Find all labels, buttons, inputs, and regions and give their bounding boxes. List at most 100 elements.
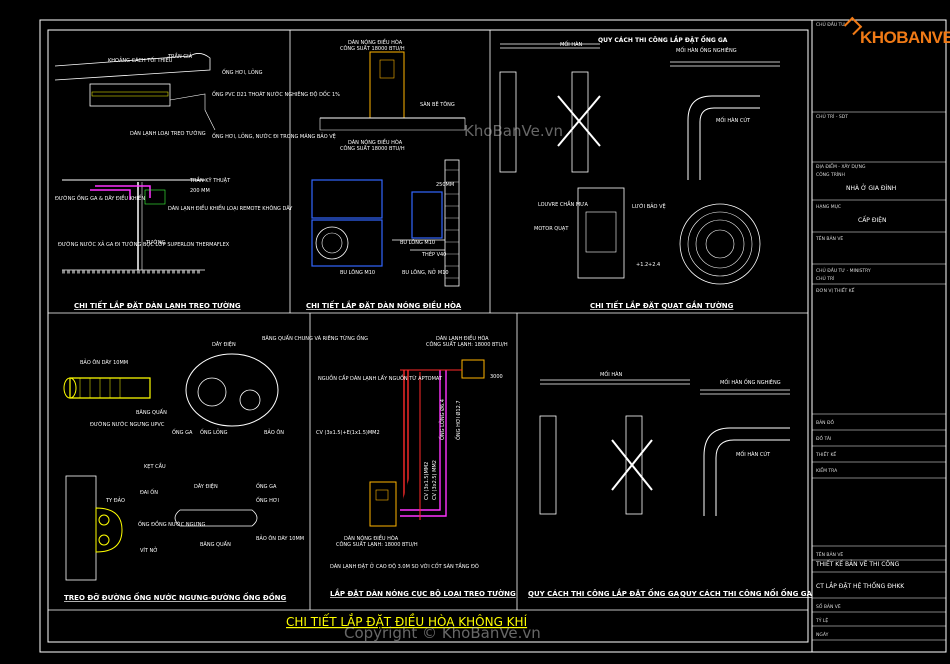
label-outdoor-unit-2: DÀN NÓNG ĐIỀU HÒA: [348, 138, 403, 146]
tb-drawing-title-label: TÊN BẢN VẼ: [815, 550, 843, 558]
panel-gas-pipe-spec-2: [539, 379, 790, 516]
label-inclined-weld-p6: MỐI HÀN ỐNG NGHIÊNG: [720, 378, 781, 386]
label-min-clearance: KHOẢNG CÁCH TỐI THIỂU: [108, 56, 173, 64]
title-panel-gas-spec: QUY CÁCH THI CÔNG LẮP ĐẶT ỐNG GA: [528, 588, 680, 598]
tb-project-label: CÔNG TRÌNH: [816, 171, 845, 178]
title-panel-fan: CHI TIẾT LẮP ĐẶT QUẠT GẮN TƯỜNG: [590, 300, 734, 310]
tb-chair-2: CHỦ TRÌ: [816, 274, 834, 282]
drawing-frame: [47, 29, 809, 643]
label-capacity-2: CÔNG SUẤT 18000 BTU/H: [340, 144, 405, 152]
tb-drawing-name: TÊN BẢN VẼ: [815, 234, 843, 242]
label-gas-pipe-2: ỐNG GA: [256, 482, 277, 490]
label-upvc-drain: ĐƯỜNG NƯỚC NGƯNG UPVC: [90, 421, 165, 428]
tb-owner: CHỦ ĐẦU TƯ: [816, 20, 845, 28]
tb-item-label: HẠNG MỤC: [816, 204, 841, 210]
label-bolt-m10-a: BU LÔNG M10: [400, 239, 435, 246]
label-common-tape: BĂNG QUẤN CHUNG VÀ RIÊNG TỪNG ỐNG: [262, 334, 368, 342]
label-technical-ceiling: TRẦN KỸ THUẬT: [189, 176, 231, 184]
label-liquid-pipe-p5: ỐNG LỎNG Ø6.4: [438, 399, 446, 440]
label-gas-pipe: ỐNG GA: [172, 428, 193, 436]
label-elevation-a: +1.2: [636, 262, 648, 268]
tb-scale: TỶ LỆ: [815, 616, 828, 624]
tb-topic: ĐỒ TÀI: [816, 433, 831, 442]
label-clamp: ĐAI ỐN: [140, 488, 158, 496]
watermark-bottom: Copyright © KhoBanVe.vn: [344, 624, 541, 642]
khobanve-logo: KHOBANVE: [838, 14, 950, 60]
label-guard-mesh: LƯỚI BẢO VỆ: [632, 202, 666, 210]
label-indoor-unit-p5: DÀN LẠNH ĐIỀU HÒA: [436, 334, 489, 342]
title-block-frame: [811, 19, 947, 653]
tb-map: BẢN ĐỒ: [816, 417, 834, 426]
label-cable-cv3: CV (3x2.5) MM2: [432, 460, 438, 500]
label-insulation-10mm-2: BẢO ÔN DÀY 10MM: [256, 534, 304, 542]
panel-pipe-support: [63, 353, 279, 581]
label-height-note: DÀN LẠNH ĐẶT Ở CAO ĐỘ 3.0M SO VỚI CỐT SÀ…: [330, 562, 479, 570]
label-wall: TƯỜNG: [145, 239, 166, 246]
label-capacity-p5b: CÔNG SUẤT LẠNH: 18000 BTU/H: [336, 540, 418, 548]
panel-indoor-unit: [54, 53, 216, 274]
tb-checker: KIỂM TRA: [816, 466, 838, 474]
panel-gas-pipe-fan: [499, 43, 780, 285]
label-capacity-p5a: CÔNG SUẤT LẠNH: 18000 BTU/H: [426, 340, 508, 348]
title-panel-gas-join: QUY CÁCH THI CÔNG NỐI ỐNG GA: [680, 588, 813, 598]
title-panel-split: LẮP ĐẶT DÀN NÓNG CỤC BỘ LOẠI TREO TƯỜNG: [330, 588, 516, 598]
label-gas-pipe-control: ĐƯỜNG ỐNG GA & DÂY ĐIỀU KHIỂN: [55, 194, 145, 202]
logo-text: KHOBANVE: [860, 28, 950, 47]
label-false-ceiling: TRẦN GIẢ: [167, 52, 193, 60]
label-structure: KẸT CẦU: [144, 462, 166, 470]
title-panel-outdoor: CHI TIẾT LẮP ĐẶT DÀN NÓNG ĐIỀU HÒA: [306, 300, 462, 310]
label-inclined-weld: MỐI HÀN ỐNG NGHIÊNG: [676, 46, 737, 54]
label-elevation-b: +2.4: [648, 262, 660, 268]
panel-outdoor-unit: [311, 51, 466, 287]
label-hanger-rod: TY ĐẢO: [105, 496, 125, 504]
title-block: [812, 111, 946, 641]
label-remote-unit: DÀN LẠNH ĐIỀU KHIỂN LOẠI REMOTE KHÔNG DÂ…: [168, 204, 293, 212]
tb-item-value: CẤP ĐIỆN: [858, 216, 887, 224]
label-concrete-floor: SÀN BÊ TÔNG: [420, 100, 455, 108]
label-cable-cv2: CV (3x1.5)MM2: [424, 462, 430, 500]
label-louvre: LOUVRE CHẮN MƯA: [538, 200, 588, 208]
tb-sheet-no: SỐ BẢN VẼ: [816, 602, 841, 610]
title-panel-support: TREO ĐỠ ĐƯỜNG ỐNG NƯỚC NGƯNG-ĐƯỜNG ỐNG Đ…: [64, 592, 287, 602]
label-anchor-screw: VÍT NỞ: [140, 546, 158, 554]
label-anchor-m10: BU LÔNG, NỞ M10: [402, 268, 449, 276]
label-indoor-unit-type: DÀN LẠNH LOẠI TREO TƯỜNG: [130, 130, 206, 137]
tb-drawing-title-value: CT LẮP ĐẶT HỆ THỐNG ĐHKK: [816, 582, 905, 590]
label-fan-motor: MOTOR QUẠT: [534, 226, 569, 232]
label-copper-pipe: ỐNG ĐỒNG NƯỚC NGƯNG: [138, 519, 205, 528]
label-gas-liquid-pipes: ỐNG HƠI, LỎNG: [222, 68, 263, 76]
tb-date: NGÀY: [816, 631, 829, 638]
label-250mm: 250MM: [436, 182, 454, 188]
label-outdoor-unit-1: DÀN NÓNG ĐIỀU HÒA: [348, 38, 403, 46]
outer-frame: [39, 19, 947, 653]
label-bolt-m10-b: BU LÔNG M10: [340, 269, 375, 276]
watermark-center: KhoBanVe.vn: [464, 122, 563, 140]
label-cable-cv1: CV (3x1.5)+E(1x1.5)MM2: [316, 430, 380, 436]
label-steel-v40: THÉP V40: [421, 250, 446, 258]
tb-designer: THIẾT KẾ: [815, 450, 836, 458]
label-elbow-weld: MỐI HÀN CÚT: [716, 116, 751, 124]
label-elbow-weld-p6: MỐI HÀN CÚT: [736, 450, 771, 458]
label-tape: BĂNG QUẤN: [136, 408, 167, 416]
title-gas-pipe-spec: QUY CÁCH THI CÔNG LẮP ĐẶT ỐNG GA: [598, 36, 728, 44]
label-weld-p6: MỐI HÀN: [600, 370, 622, 378]
label-3000: 3000: [490, 374, 503, 380]
main-title: CHI TIẾT LẮP ĐẶT ĐIỀU HÒA KHÔNG KHÍ: [286, 613, 528, 629]
tb-location: ĐỊA ĐIỂM - XÂY DỰNG: [816, 162, 866, 170]
label-capacity-1: CÔNG SUẤT 18000 BTU/H: [340, 44, 405, 52]
tb-owner-ministry: CHỦ ĐẦU TƯ - MINISTRY: [816, 266, 871, 274]
label-cable: DÂY ĐIỆN: [212, 340, 236, 348]
label-weld: MỐI HÀN: [560, 40, 582, 48]
tb-design-stage: THIẾT KẾ BẢN VẼ THI CÔNG: [815, 560, 900, 568]
label-power-source: NGUỒN CẤP DÀN LẠNH LẤY NGUỒN TỪ APTOMAT: [318, 373, 443, 382]
label-cable-2: DÂY ĐIỆN: [194, 482, 218, 490]
label-drain-insulation: ĐƯỜNG NƯỚC XẢ GA ĐI TƯỜNG BỌC LỚP SUPERL…: [58, 240, 230, 248]
label-insulation: BẢO ÔN: [264, 428, 284, 436]
label-200mm: 200 MM: [190, 188, 210, 194]
tb-design-unit: ĐƠN VỊ THIẾT KẾ: [816, 286, 855, 294]
label-vapor-pipe: ỐNG HƠI: [256, 496, 279, 504]
label-pipes-in-tray: ỐNG HƠI, LỎNG, NƯỚC ĐI TRONG MÁNG BẢO VỆ: [212, 132, 336, 140]
label-insulation-10mm: BẢO ÔN DÀY 10MM: [80, 358, 128, 366]
label-vapor-pipe-p5: ỐNG HƠI Ø12.7: [454, 400, 462, 440]
